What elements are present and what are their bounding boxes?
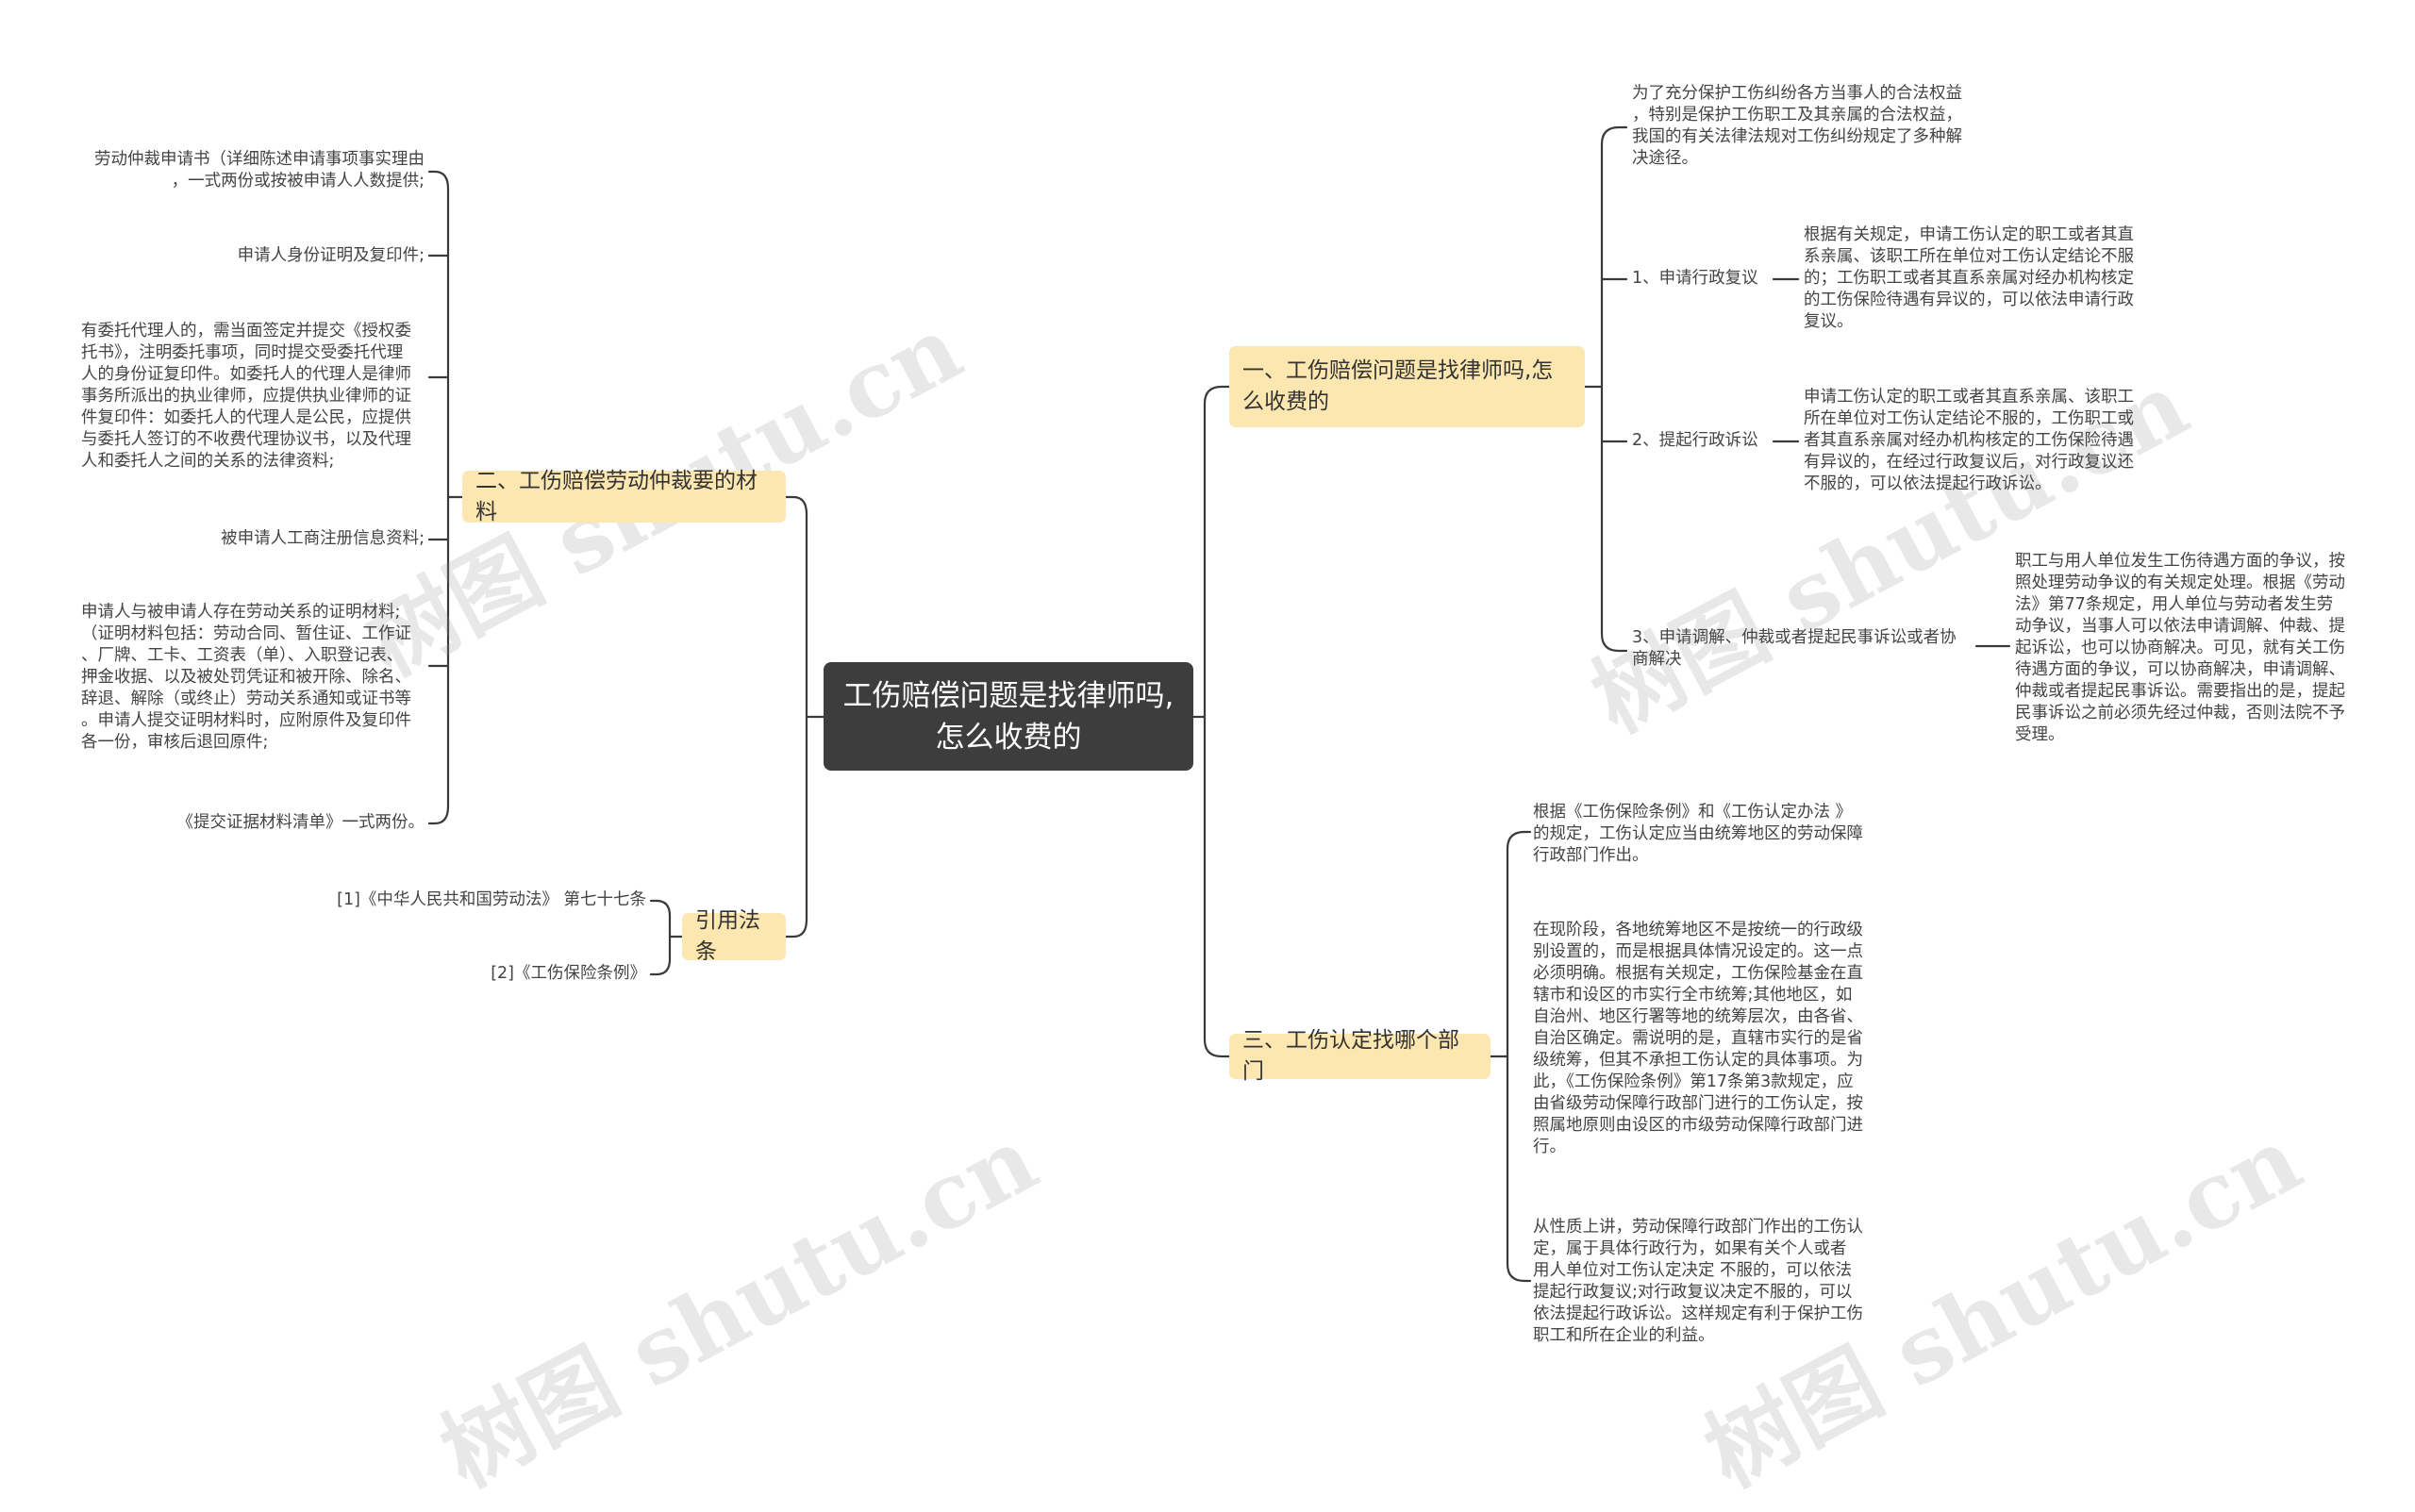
connector-lines bbox=[427, 125, 2011, 1283]
sub-item-admin-review[interactable]: 1、申请行政复议 bbox=[1632, 269, 1758, 288]
leaf-material-3: 有委托代理人的，需当面签定并提交《授权委 托书》，注明委托事项，同时提交受委托代… bbox=[81, 322, 411, 471]
leaf-material-2: 申请人身份证明及复印件; bbox=[237, 246, 425, 265]
leaf-material-4: 被申请人工商注册信息资料; bbox=[221, 529, 425, 548]
sub-item-mediation[interactable]: 3、申请调解、仲裁或者提起民事诉讼或者协 商解决 bbox=[1632, 628, 1957, 669]
leaf-mediation-detail: 职工与用人单位发生工伤待遇方面的争议，按 照处理劳动争议的有关规定处理。根据《劳… bbox=[2015, 552, 2345, 744]
leaf-dept-3: 从性质上讲，劳动保障行政部门作出的工伤认 定，属于具体行政行为，如果有关个人或者… bbox=[1533, 1218, 1863, 1345]
branch-node-arbitration-materials[interactable]: 二、工伤赔偿劳动仲裁要的材料 bbox=[462, 469, 786, 524]
leaf-material-5: 申请人与被申请人存在劳动关系的证明材料; （证明材料包括：劳动合同、暂住证、工作… bbox=[81, 603, 411, 752]
leaf-dept-2: 在现阶段，各地统筹地区不是按统一的行政级 别设置的，而是根据具体情况设定的。这一… bbox=[1533, 921, 1863, 1156]
leaf-material-6: 《提交证据材料清单》一式两份。 bbox=[176, 813, 425, 832]
leaf-admin-litigation-detail: 申请工伤认定的职工或者其直系亲属、该职工 所在单位对工伤认定结论不服的，工伤职工… bbox=[1804, 388, 2134, 493]
branch-node-which-department[interactable]: 三、工伤认定找哪个部门 bbox=[1229, 1028, 1491, 1084]
leaf-dept-1: 根据《工伤保险条例》和《工伤认定办法 》 的规定，工伤认定应当由统筹地区的劳动保… bbox=[1533, 803, 1863, 865]
leaf-law-2: [2]《工伤保险条例》 bbox=[491, 964, 646, 983]
leaf-intro: 为了充分保护工伤纠纷各方当事人的合法权益 ，特别是保护工伤职工及其亲属的合法权益… bbox=[1632, 84, 1962, 168]
root-node[interactable]: 工伤赔偿问题是找律师吗,怎么收费的 bbox=[824, 662, 1193, 771]
leaf-admin-review-detail: 根据有关规定，申请工伤认定的职工或者其直 系亲属、该职工所在单位对工伤认定结论不… bbox=[1804, 225, 2134, 331]
branch-node-cited-laws[interactable]: 引用法条 bbox=[682, 908, 786, 964]
leaf-material-1: 劳动仲裁申请书（详细陈述申请事项事实理由 ，一式两份或按被申请人人数提供; bbox=[94, 150, 425, 191]
leaf-law-1: [1]《中华人民共和国劳动法》 第七十七条 bbox=[337, 890, 646, 909]
branch-node-lawyer-fees[interactable]: 一、工伤赔偿问题是找律师吗,怎么收费的 bbox=[1229, 346, 1585, 427]
sub-item-admin-litigation[interactable]: 2、提起行政诉讼 bbox=[1632, 431, 1758, 450]
